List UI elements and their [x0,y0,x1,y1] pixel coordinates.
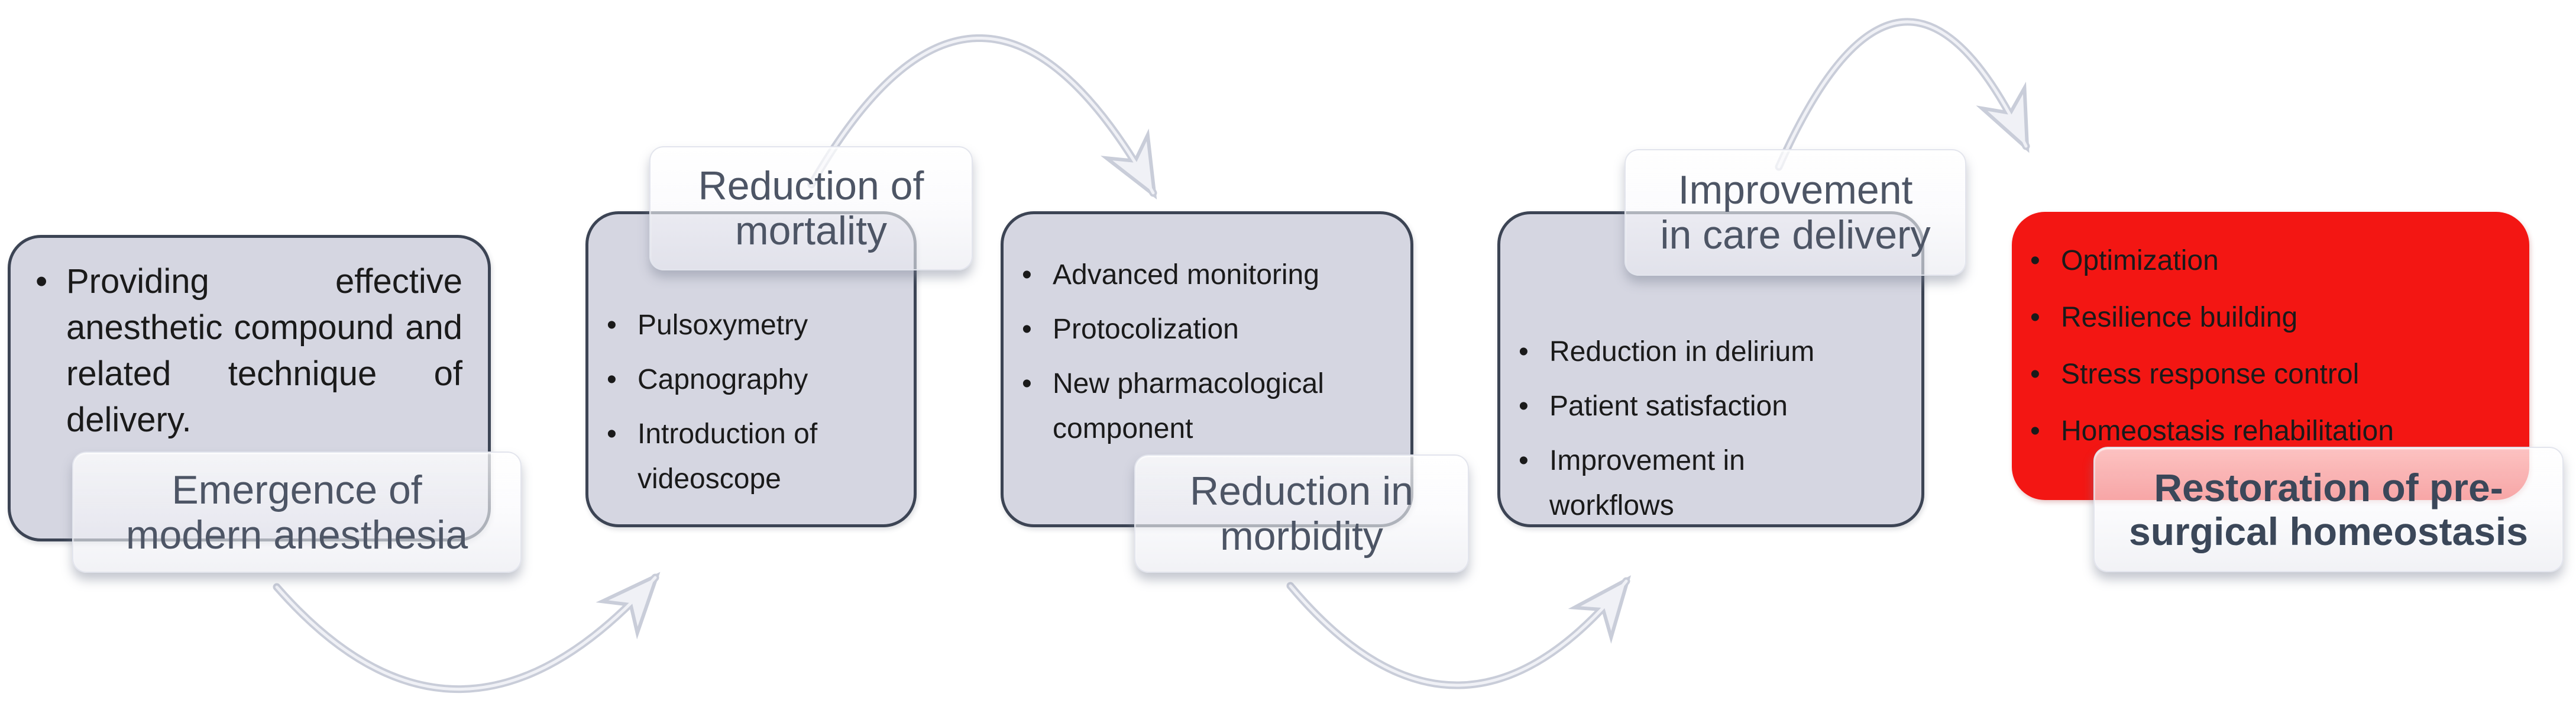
stage-label-mortality: Reduction of mortality [649,146,973,270]
bullet-item: Improvement in workflows [1516,438,1875,528]
stage-label-homeostasis: Restoration of pre- surgical homeostasis [2093,447,2564,572]
bullet-item: Optimization [2028,238,2506,283]
bullet-item: Homeostasis rehabilitation [2028,409,2506,454]
flow-arrow-3-highlight [1289,579,1628,687]
bullet-item: New pharmacological component [1020,362,1393,452]
bullet-item: Reduction in delirium [1516,330,1875,375]
stage-label-text: Improvement in care delivery [1660,167,1931,257]
bullet-item: Resilience building [2028,295,2506,340]
stage-label-modern-anesthesia: Emergence of modern anesthesia [72,452,522,573]
bullet-list: Reduction in delirium Patient satisfacti… [1516,330,1875,528]
stage-label-text: Reduction of mortality [698,163,924,253]
bullet-item: Advanced monitoring [1020,253,1393,298]
bullet-item: Patient satisfaction [1516,384,1875,429]
bullet-item: Protocolization [1020,307,1393,352]
flow-arrow-4-highlight [1777,20,2028,169]
stage-label-text: Restoration of pre- surgical homeostasis [2129,466,2528,553]
bullet-item: Capnography [604,357,896,402]
bullet-list: Providing effective anesthetic compound … [33,259,462,443]
stage-label-care-delivery: Improvement in care delivery [1624,149,1966,276]
stage-label-text: Emergence of modern anesthesia [125,467,468,557]
bullet-item: Introduction of videoscope [604,412,896,502]
bullet-list: Advanced monitoring Protocolization New … [1020,253,1393,452]
flow-arrow-2-highlight [810,37,1155,195]
flow-arrow-1-highlight [275,576,657,691]
bullet-list: Pulsoxymetry Capnography Introduction of… [604,303,896,502]
bullet-list: Optimization Resilience building Stress … [2028,238,2506,454]
bullet-item: Stress response control [2028,352,2506,397]
bullet-item: Providing effective anesthetic compound … [33,259,462,443]
bullet-item: Pulsoxymetry [604,303,896,348]
stage-label-text: Reduction in morbidity [1189,469,1414,559]
stage-label-morbidity: Reduction in morbidity [1134,454,1469,573]
